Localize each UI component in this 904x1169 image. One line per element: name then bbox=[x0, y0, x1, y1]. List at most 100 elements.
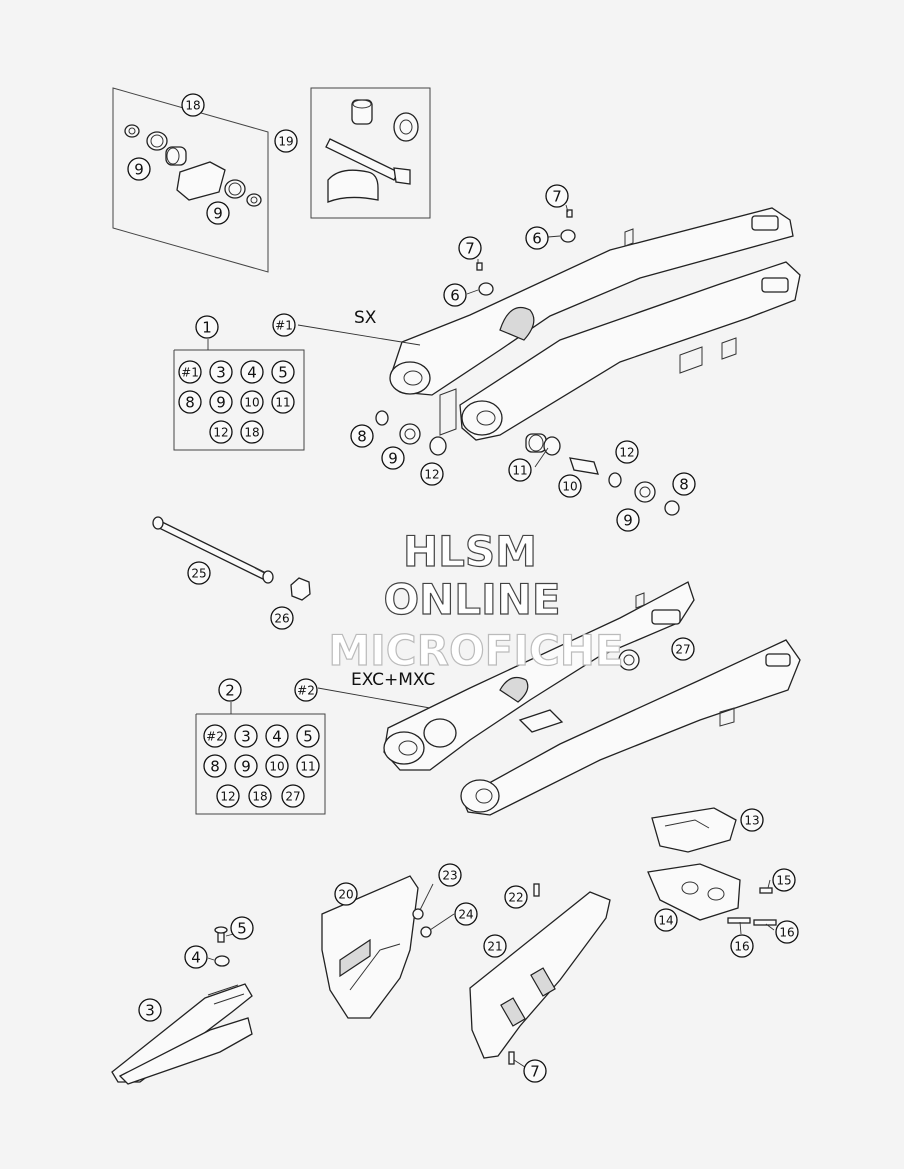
callout-circle bbox=[195, 315, 219, 339]
callout-circle bbox=[203, 724, 227, 748]
callout-circle bbox=[508, 458, 532, 482]
callout-c13: 13 bbox=[740, 808, 764, 832]
callout-circle bbox=[206, 201, 230, 225]
kit-box-1 bbox=[173, 339, 305, 451]
callout-number: 12 bbox=[220, 790, 235, 804]
callout-c26: 26 bbox=[270, 606, 294, 630]
screw-16-b bbox=[753, 919, 777, 926]
callout-circle bbox=[296, 724, 320, 748]
callout-circle bbox=[296, 754, 320, 778]
callout-c18-top: 18 bbox=[181, 93, 205, 117]
bolt-7-a bbox=[566, 209, 573, 218]
screw-5 bbox=[214, 926, 228, 943]
callout-c8-b: 8 bbox=[672, 472, 696, 496]
callout-number: 2 bbox=[225, 682, 235, 700]
callout-c4: 4 bbox=[184, 945, 208, 969]
callout-circle bbox=[138, 998, 162, 1022]
callout-number: 7 bbox=[465, 240, 475, 258]
callout-circle bbox=[218, 678, 242, 702]
callout-circle bbox=[209, 390, 233, 414]
callout-c1: 1 bbox=[195, 315, 219, 339]
callout-c25: 25 bbox=[187, 561, 211, 585]
callout-number: 11 bbox=[275, 396, 290, 410]
callout-k1-18: 18 bbox=[240, 420, 264, 444]
callout-c19: 19 bbox=[274, 129, 298, 153]
callout-c9-d: 9 bbox=[616, 508, 640, 532]
callout-circle bbox=[178, 360, 202, 384]
callout-c6-b: 6 bbox=[443, 283, 467, 307]
callout-k2-4: 4 bbox=[265, 724, 289, 748]
callout-number: 8 bbox=[679, 476, 689, 494]
callout-c16-b: 16 bbox=[775, 920, 799, 944]
callout-number: 13 bbox=[744, 814, 759, 828]
callout-number: 27 bbox=[285, 790, 300, 804]
callout-k2-27: 27 bbox=[281, 784, 305, 808]
callout-k2-11: 11 bbox=[296, 754, 320, 778]
callout-circle bbox=[654, 908, 678, 932]
callout-number: #1 bbox=[275, 319, 293, 333]
callout-number: #2 bbox=[297, 684, 315, 698]
callout-k2-10: 10 bbox=[265, 754, 289, 778]
chain-guide-support-21 bbox=[469, 891, 611, 1059]
callout-k1-10: 10 bbox=[240, 390, 264, 414]
callout-number: 18 bbox=[252, 790, 267, 804]
callout-c10: 10 bbox=[558, 474, 582, 498]
callout-k2-5: 5 bbox=[296, 724, 320, 748]
nut-26 bbox=[290, 577, 311, 601]
callout-c12-b: 12 bbox=[615, 440, 639, 464]
callout-k2-12: 12 bbox=[216, 784, 240, 808]
callout-circle bbox=[420, 462, 444, 486]
callout-c2: 2 bbox=[218, 678, 242, 702]
pivot-axle-25 bbox=[152, 516, 274, 584]
callout-number: 7 bbox=[530, 1063, 540, 1081]
callout-circle bbox=[184, 945, 208, 969]
callout-k1-11: 11 bbox=[271, 390, 295, 414]
washer-27 bbox=[618, 649, 640, 671]
chain-guide-14 bbox=[647, 863, 741, 921]
callout-circle bbox=[127, 157, 151, 181]
callout-c7-c: 7 bbox=[523, 1059, 547, 1083]
callout-circle bbox=[381, 446, 405, 470]
callout-number: 11 bbox=[512, 464, 527, 478]
callout-number: 25 bbox=[191, 567, 206, 581]
callout-circle bbox=[234, 724, 258, 748]
bearing-kit-18-box bbox=[112, 87, 269, 273]
callout-k1-12: 12 bbox=[209, 420, 233, 444]
callout-circle bbox=[294, 678, 318, 702]
callout-circle bbox=[616, 508, 640, 532]
callout-number: 9 bbox=[213, 205, 223, 223]
washer-24 bbox=[420, 926, 432, 938]
callout-circle bbox=[730, 934, 754, 958]
chain-guard-20 bbox=[321, 875, 419, 1019]
callout-circle bbox=[558, 474, 582, 498]
callout-k2-18: 18 bbox=[248, 784, 272, 808]
callout-number: 7 bbox=[552, 188, 562, 206]
callout-number: 18 bbox=[185, 99, 200, 113]
label-exc-mxc: EXC+MXC bbox=[351, 670, 435, 690]
callout-k1-4: 4 bbox=[240, 360, 264, 384]
callout-k1-9: 9 bbox=[209, 390, 233, 414]
tool-kit-19-box bbox=[310, 87, 431, 219]
callout-c5: 5 bbox=[230, 916, 254, 940]
swingarm-sx bbox=[389, 207, 801, 441]
callout-circle bbox=[265, 754, 289, 778]
callout-circle bbox=[483, 934, 507, 958]
bolt-22 bbox=[533, 883, 540, 897]
callout-number: 12 bbox=[213, 426, 228, 440]
callout-number: 9 bbox=[216, 394, 226, 412]
callout-number: 24 bbox=[458, 908, 473, 922]
callout-number: 14 bbox=[658, 914, 673, 928]
callout-number: 16 bbox=[734, 940, 749, 954]
callout-c9-a: 9 bbox=[127, 157, 151, 181]
callout-c22: 22 bbox=[504, 885, 528, 909]
callout-circle bbox=[271, 360, 295, 384]
callout-number: 4 bbox=[191, 949, 201, 967]
label-sx: SX bbox=[354, 308, 377, 328]
callout-circle bbox=[772, 868, 796, 892]
callout-circle bbox=[334, 882, 358, 906]
callout-circle bbox=[248, 784, 272, 808]
callout-k2-8: 8 bbox=[203, 754, 227, 778]
callout-number: 21 bbox=[487, 940, 502, 954]
